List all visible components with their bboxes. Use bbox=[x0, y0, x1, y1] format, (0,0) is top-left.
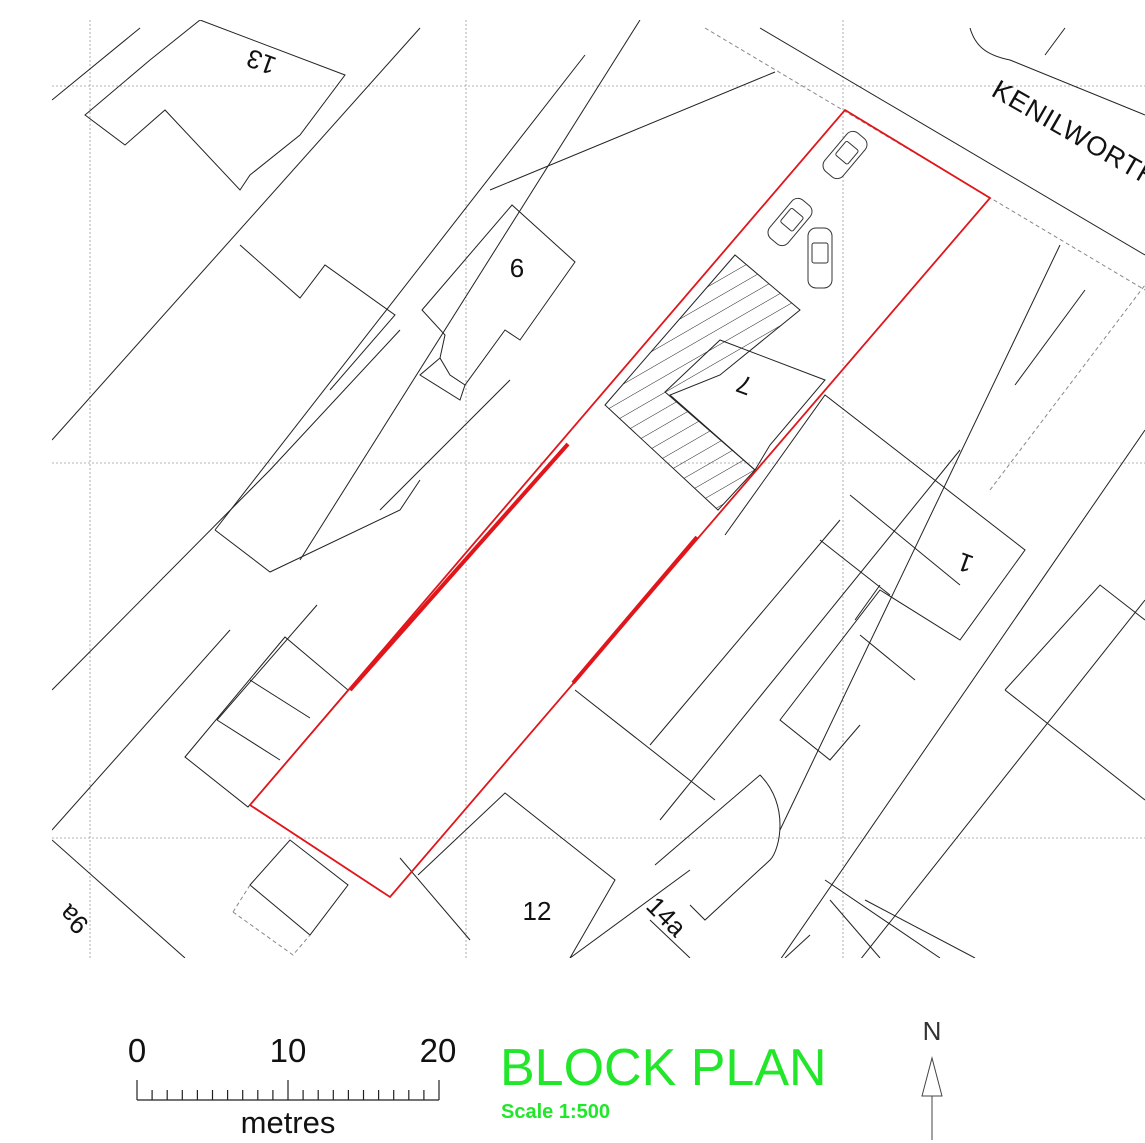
plot-label-12: 12 bbox=[523, 896, 552, 926]
north-arrow: N bbox=[921, 1016, 943, 1140]
scale-tick-20: 20 bbox=[420, 1032, 457, 1069]
plot-label-14a: 14a bbox=[641, 891, 693, 943]
scale-unit-label: metres bbox=[241, 1105, 336, 1140]
parked-cars bbox=[767, 130, 868, 289]
north-arrow-icon bbox=[921, 1056, 943, 1140]
site-boundary bbox=[248, 108, 992, 899]
plot-label-7: 7 bbox=[732, 368, 756, 401]
plot-label-9: 9 bbox=[510, 253, 524, 283]
plot-label-9a: 9a bbox=[52, 898, 94, 940]
scale-tick-0: 0 bbox=[128, 1032, 146, 1069]
scale-bar: 0 10 20 metres bbox=[128, 1032, 457, 1140]
block-plan-title: BLOCK PLAN bbox=[500, 1039, 827, 1097]
proposed-extension-hatch bbox=[604, 254, 801, 511]
map-grid bbox=[52, 20, 1145, 958]
north-label: N bbox=[923, 1016, 942, 1046]
building-7-outline bbox=[664, 339, 826, 471]
base-mapping bbox=[52, 20, 1145, 958]
scale-ratio-label: Scale 1:500 bbox=[501, 1101, 610, 1123]
plot-label-1: 1 bbox=[953, 546, 977, 579]
scale-tick-10: 10 bbox=[270, 1032, 307, 1069]
